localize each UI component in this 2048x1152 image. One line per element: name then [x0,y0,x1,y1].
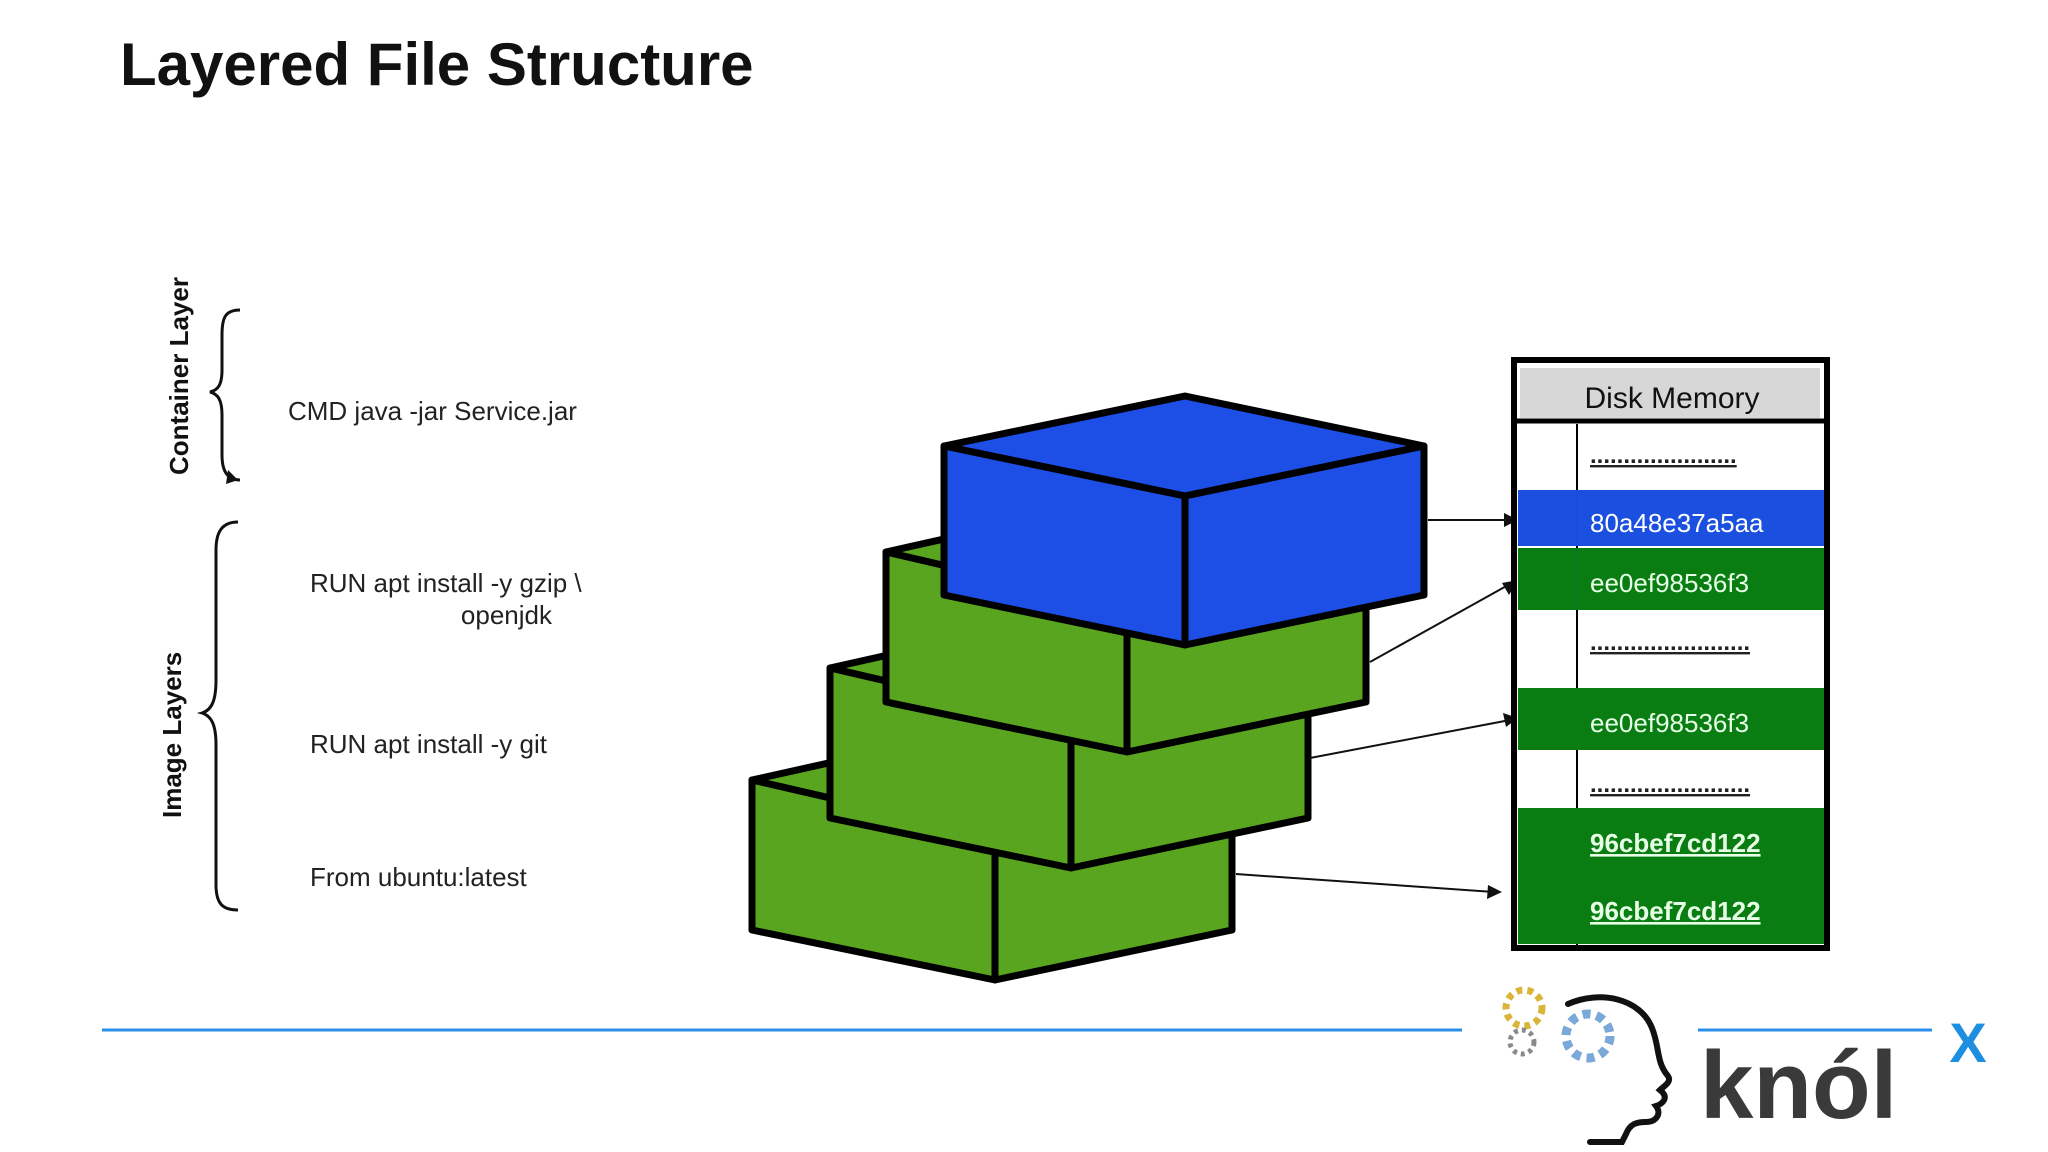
disk-row-text: ee0ef98536f3 [1590,568,1749,598]
page-title: Layered File Structure [120,31,754,98]
layer-box-container [940,392,1428,649]
disk-memory-header: Disk Memory [1584,382,1759,415]
logo-superscript-x: X [1949,1011,1986,1074]
brace-arrowhead [226,470,238,484]
image-layers-brace [196,520,239,912]
disk-row-text: ........................ [1590,629,1750,656]
arrows [1235,519,1511,893]
disk-memory-table: Disk Memory ...................... 80a48… [1511,357,1830,951]
disk-row-text: 96cbef7cd122 [1590,828,1761,858]
logo-wordmark: knól [1700,1032,1897,1139]
from-ubuntu-label: From ubuntu:latest [310,862,528,892]
disk-row-text: 96cbef7cd122 [1590,896,1761,926]
logo-head-silhouette [1565,994,1672,1145]
disk-row-text: 80a48e37a5aa [1590,508,1764,538]
disk-row-text: ...................... [1590,442,1737,469]
run-git-label: RUN apt install -y git [310,729,548,759]
container-brace [209,308,241,482]
knolx-logo: knól X [1502,986,1987,1145]
logo-gear-icons [1502,986,1615,1063]
cmd-label: CMD java -jar Service.jar [288,396,577,426]
disk-row-text: ee0ef98536f3 [1590,708,1749,738]
container-layer-label: Container Layer [164,277,194,475]
image-layers-label: Image Layers [157,652,187,818]
run-gzip-label-line2: openjdk [461,600,553,630]
disk-row-text: ........................ [1590,771,1750,798]
run-gzip-label-line1: RUN apt install -y gzip \ [310,568,582,598]
